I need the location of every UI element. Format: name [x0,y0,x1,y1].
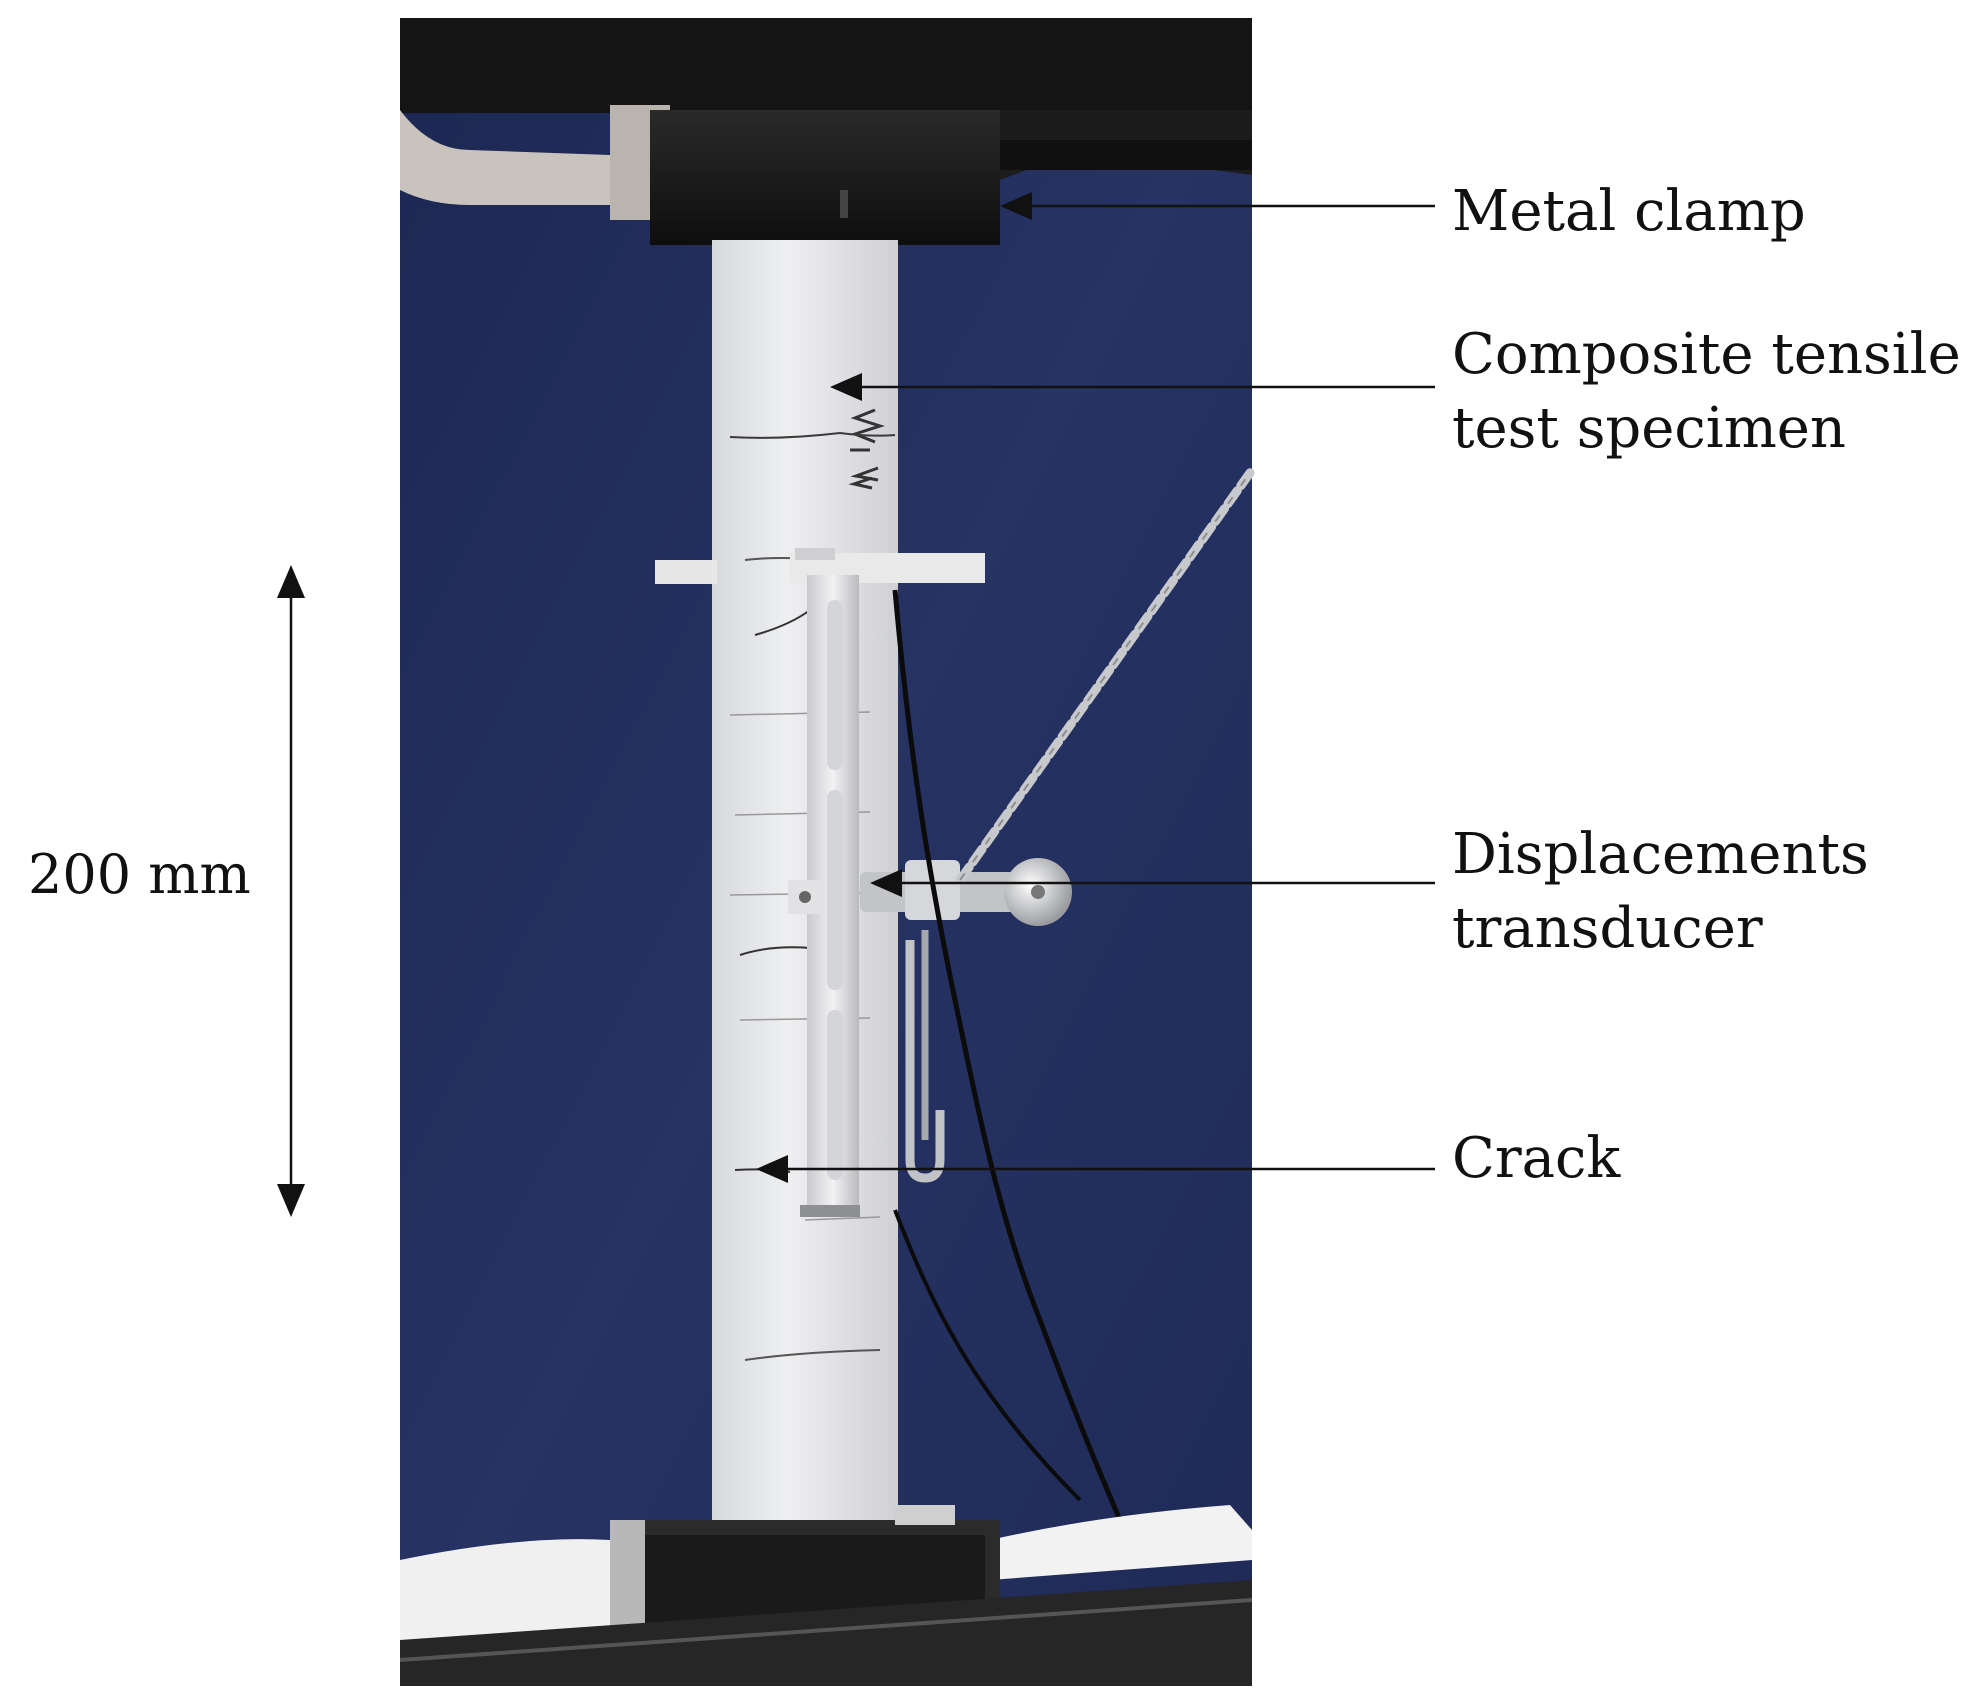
arrow-icon [1000,192,1435,220]
chain-icon [955,465,1257,885]
transducer-bar [788,575,860,1217]
arrow-icon [830,373,1435,401]
transducer-cable [892,589,1123,1521]
label-specimen-line1: Composite tensile [1452,322,1961,387]
label-metal-clamp: Metal clamp [1452,175,1806,249]
double-arrow-icon [277,565,305,1217]
label-transducer-line2: transducer [1452,896,1763,961]
lower-metal-clamp [399,1505,1253,1686]
label-specimen: Composite tensile test specimen [1452,318,1961,466]
label-gauge-length: 200 mm [28,838,251,912]
label-crack: Crack [1452,1122,1620,1196]
label-metal-clamp-text: Metal clamp [1452,179,1806,244]
label-transducer-line1: Displacements [1452,822,1869,887]
label-gauge-length-text: 200 mm [28,843,251,906]
label-transducer: Displacements transducer [1452,818,1869,966]
label-crack-text: Crack [1452,1126,1621,1191]
arrow-icon [870,869,1435,897]
arrow-icon [756,1155,1435,1183]
upper-metal-clamp [400,18,1252,245]
label-specimen-line2: test specimen [1452,396,1846,461]
